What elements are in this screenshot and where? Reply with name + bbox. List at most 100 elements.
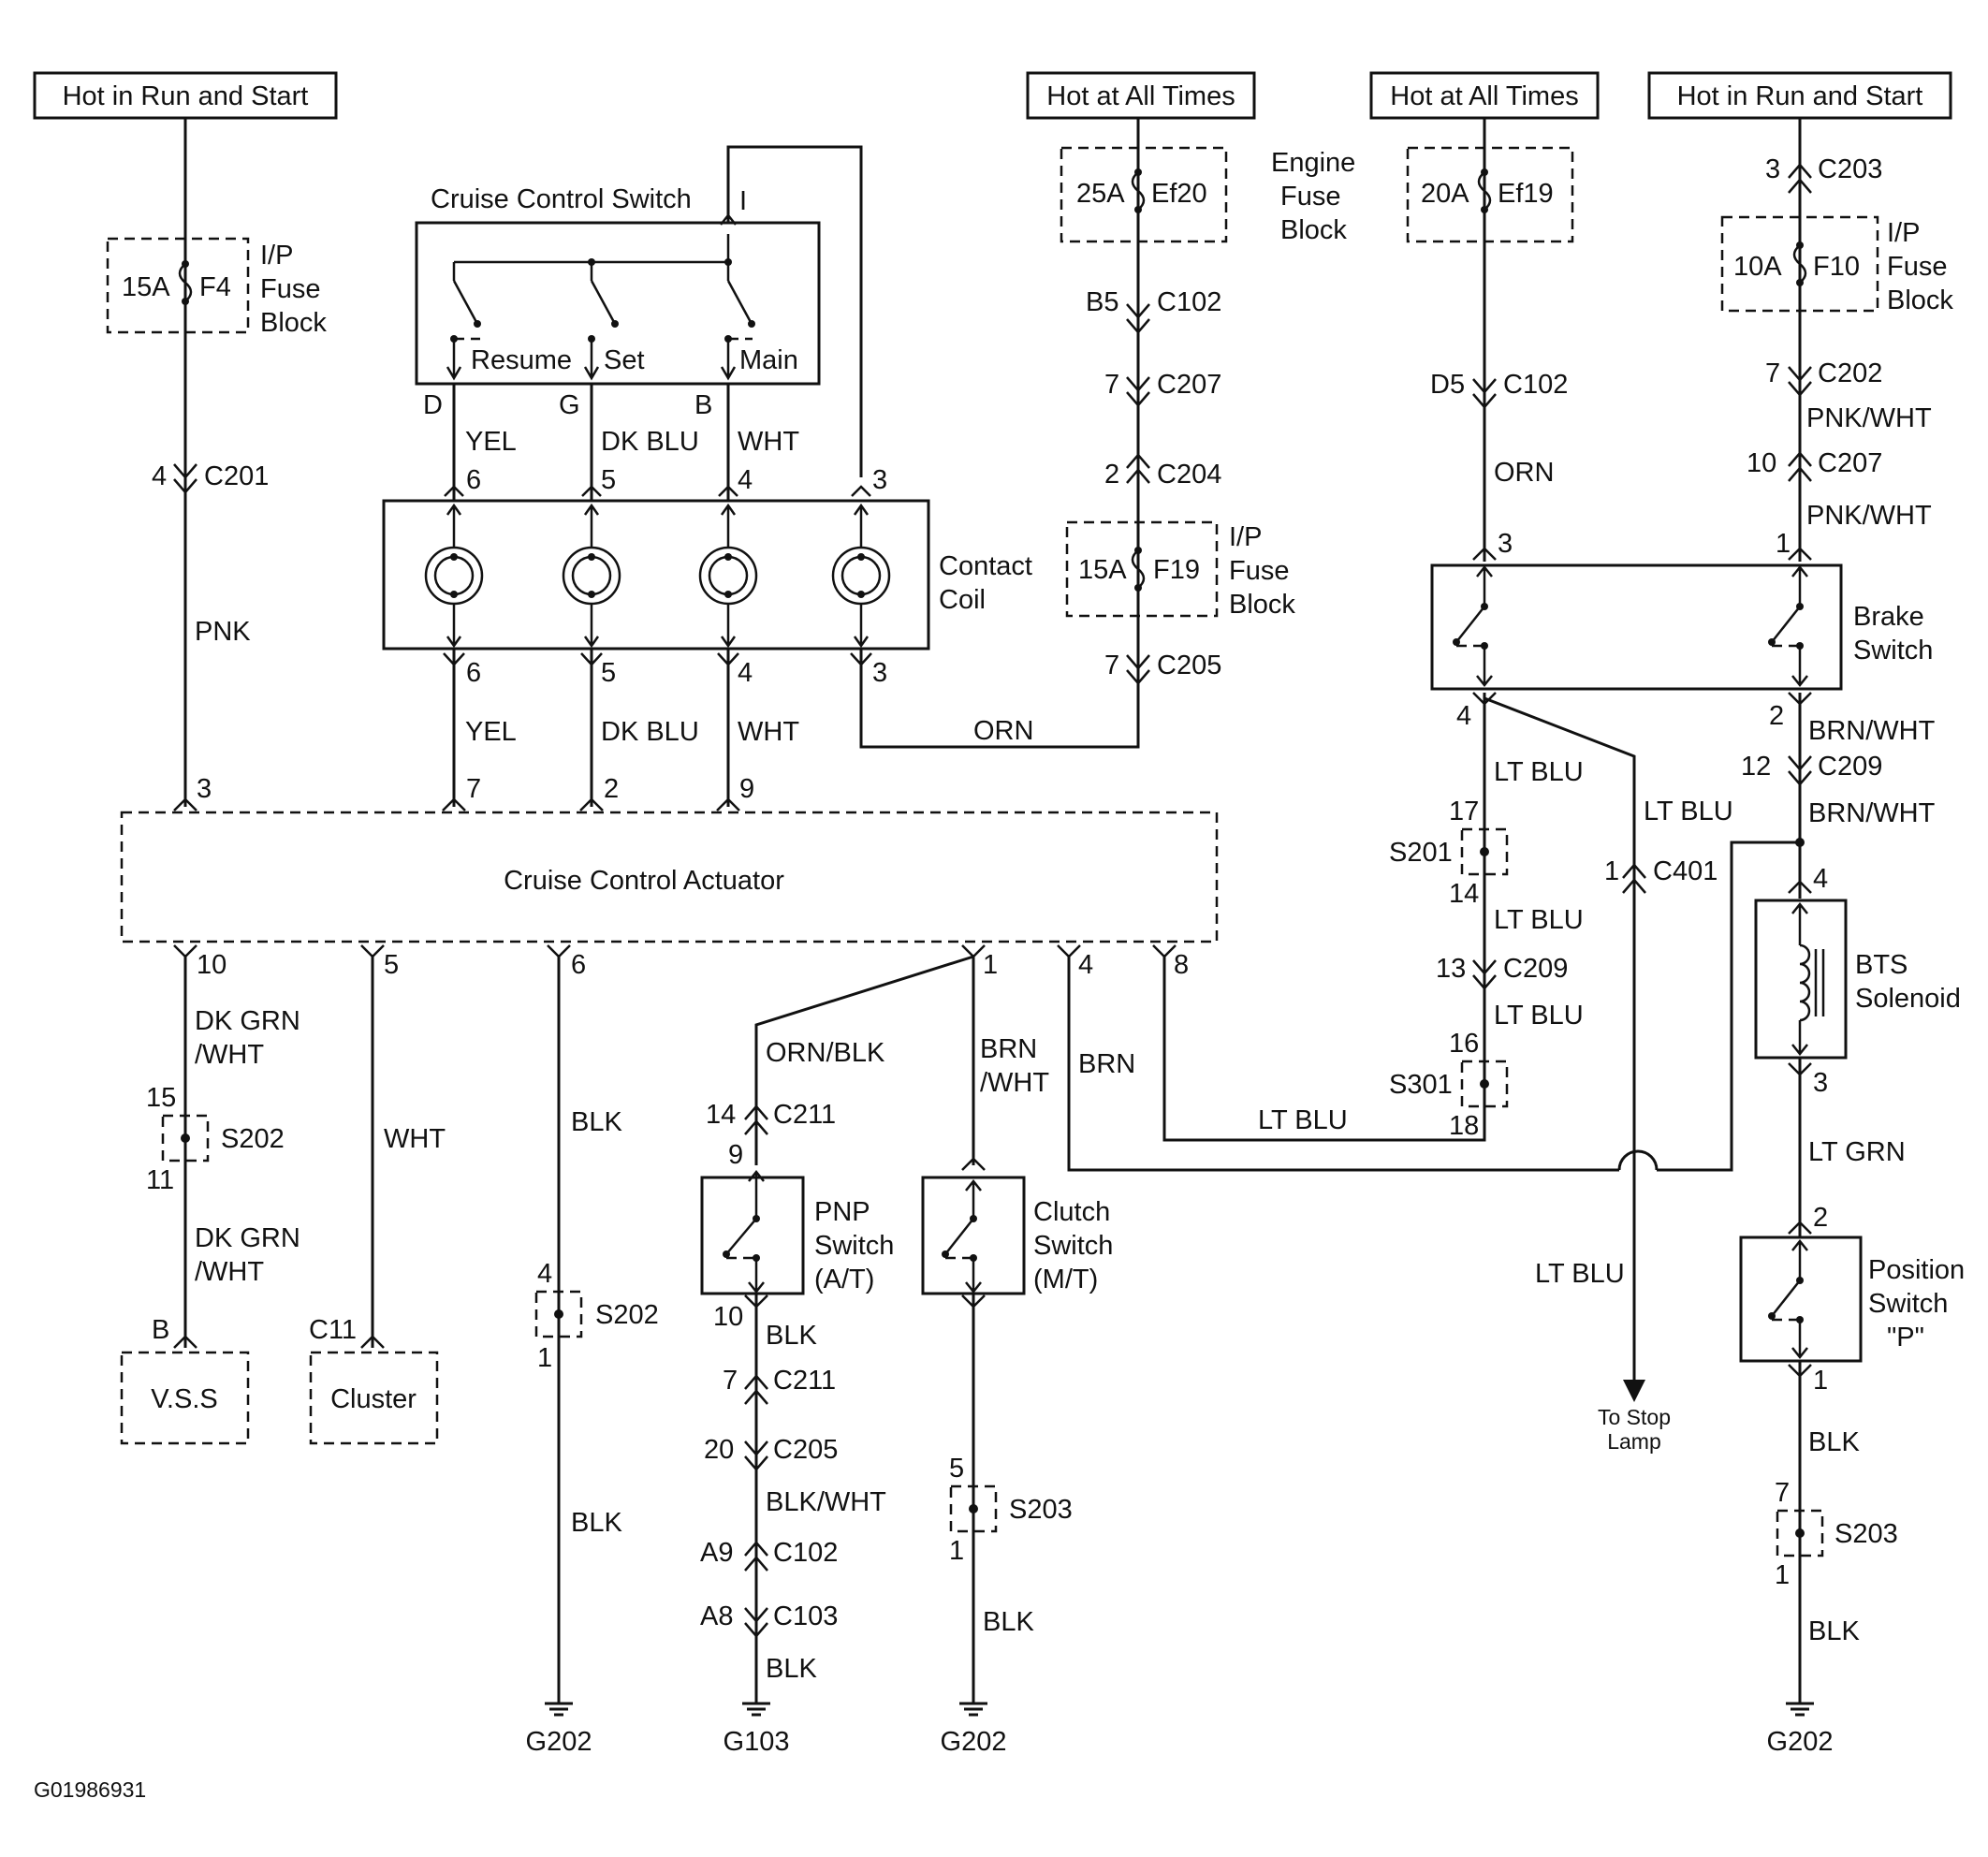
- fuse-f10: 10A F10 I/P Fuse Block: [1720, 215, 1953, 315]
- actuator-label: Cruise Control Actuator: [504, 866, 784, 896]
- pnp-bot-pin: 10: [713, 1302, 743, 1332]
- actuator-pin-4: 4: [1078, 950, 1093, 980]
- wire-switch-i-loop: [726, 145, 863, 477]
- contact-coil-label-1: Contact: [939, 551, 1032, 581]
- vss-module: V.S.S: [120, 1351, 250, 1445]
- connector-c102-ef19: C102: [1503, 370, 1568, 400]
- clutch-label-2: Switch: [1033, 1231, 1113, 1261]
- bts-solenoid: BTS Solenoid: [1754, 899, 1961, 1060]
- fuse-f19-id: F19: [1153, 555, 1200, 585]
- pnp-top-pin: 9: [728, 1140, 743, 1170]
- pnp-label-2: Switch: [814, 1231, 894, 1261]
- c103-pin: A8: [700, 1601, 733, 1631]
- wire-lt-blu-act8: [1162, 957, 1486, 1142]
- fuse-f19-amp: 15A: [1078, 555, 1127, 585]
- connector-c207-ef: C207: [1157, 370, 1221, 400]
- fuse-f4-block-1: I/P: [260, 241, 293, 271]
- connector-c201-symbol: [173, 463, 197, 494]
- power-source-right: Hot in Run and Start: [1647, 71, 1952, 120]
- connector-c102-ef: C102: [1157, 287, 1221, 317]
- connector-c102-bot: C102: [773, 1538, 838, 1568]
- s201-bot-pin: 14: [1449, 879, 1479, 909]
- switch-set-label: Set: [604, 345, 645, 375]
- diagram-id: G01986931: [34, 1777, 146, 1802]
- c207-r-pin: 10: [1747, 448, 1776, 478]
- actuator-pin-1: 1: [983, 950, 998, 980]
- splice-s203-a: 5 1 S203: [949, 1454, 1073, 1566]
- wire-blk-wht-label: BLK/WHT: [766, 1487, 886, 1517]
- switch-pin-b: B: [694, 390, 712, 420]
- wire-blk-g202a-label: BLK: [571, 1508, 622, 1538]
- ground-g202-c-icon: [1784, 1679, 1816, 1717]
- ground-g103-label: G103: [724, 1727, 790, 1757]
- s202a-bot-pin: 11: [146, 1165, 174, 1195]
- c207-ef-pin: 7: [1104, 370, 1119, 400]
- fuse-f10-block-1: I/P: [1887, 218, 1920, 248]
- fuse-f4-id: F4: [199, 272, 231, 302]
- switch-main-label: Main: [739, 345, 798, 375]
- wire-dkblu-bot-label: DK BLU: [601, 717, 699, 747]
- brake-pin-4: 4: [1456, 701, 1471, 731]
- c204-pin: 2: [1104, 460, 1119, 490]
- c209-m-pin: 13: [1436, 954, 1466, 984]
- position-bot-pin: 1: [1813, 1366, 1828, 1396]
- coil-top-pin-3: 3: [872, 465, 887, 495]
- connector-c207-r: C207: [1818, 448, 1882, 478]
- fuse-ef19: 20A Ef19: [1406, 146, 1574, 243]
- connector-c209-r: C209: [1818, 752, 1882, 782]
- coil-bot-pin-4: 4: [738, 658, 753, 688]
- s202b-top-pin: 4: [537, 1259, 552, 1289]
- wire-blk-g202b-label: BLK: [983, 1607, 1034, 1637]
- wire-blk-act6-label: BLK: [571, 1107, 622, 1137]
- wire-wht-cluster-label: WHT: [384, 1124, 446, 1154]
- actuator-pin-7: 7: [466, 774, 481, 804]
- splice-s201: 17 14 S201: [1389, 797, 1509, 909]
- fuse-ef20-block-2: Fuse: [1280, 182, 1340, 212]
- clutch-label-1: Clutch: [1033, 1197, 1110, 1227]
- fuse-f10-id: F10: [1813, 252, 1860, 282]
- wire-orn-blk-label: ORN/BLK: [766, 1038, 885, 1068]
- c201-pin: 4: [152, 461, 167, 491]
- s301-top-pin: 16: [1449, 1029, 1479, 1059]
- power-source-engine: Hot at All Times: [1026, 71, 1256, 120]
- fuse-f10-block-3: Block: [1887, 285, 1953, 315]
- wire-pnk-wht-2-label: PNK/WHT: [1806, 501, 1932, 531]
- switch-resume-label: Resume: [471, 345, 572, 375]
- splice-s301-label: S301: [1389, 1070, 1453, 1100]
- ground-g202-a-label: G202: [526, 1727, 592, 1757]
- cluster-module: Cluster: [309, 1351, 439, 1445]
- wire-orn-blk: [754, 955, 974, 1165]
- bts-label-1: BTS: [1855, 950, 1908, 980]
- wire-brn-to-brn-wht: [1657, 841, 1800, 1172]
- c202-pin: 7: [1765, 358, 1780, 388]
- connector-c211-top: C211: [773, 1100, 836, 1130]
- arrow-to-stop-lamp-icon: [1623, 1380, 1645, 1402]
- fuse-f10-amp: 10A: [1733, 252, 1782, 282]
- wire-lt-blu-act8-label: LT BLU: [1258, 1105, 1348, 1135]
- junction-brn-wht: [1795, 838, 1805, 847]
- switch-pin-g: G: [559, 390, 580, 420]
- c209-r-pin: 12: [1741, 752, 1771, 782]
- actuator-pin-8: 8: [1174, 950, 1189, 980]
- s203b-bot-pin: 1: [1775, 1560, 1790, 1590]
- wire-brn-wht-label-1: BRN: [980, 1034, 1037, 1064]
- switch-pin-i: I: [739, 186, 747, 216]
- c401-pin: 1: [1604, 856, 1619, 886]
- cluster-label: Cluster: [330, 1384, 417, 1414]
- splice-s301: 16 18 S301: [1389, 1029, 1509, 1141]
- wire-wht-top-label: WHT: [738, 427, 799, 457]
- cruise-control-switch: Cruise Control Switch Resume Set Main: [415, 184, 821, 386]
- power-source-right-label: Hot in Run and Start: [1677, 81, 1923, 111]
- coil-bot-pin-5: 5: [601, 658, 616, 688]
- connector-c205-f19: C205: [1157, 651, 1221, 680]
- wire-lt-blu-2-label: LT BLU: [1494, 905, 1584, 935]
- splice-s203-b: 7 1 S203: [1775, 1478, 1898, 1590]
- power-source-engine-label: Hot at All Times: [1046, 81, 1235, 111]
- actuator-pin-9: 9: [739, 774, 754, 804]
- fuse-ef20-block-1: Engine: [1271, 148, 1355, 178]
- connector-c201: C201: [204, 461, 269, 491]
- actuator-pin-3: 3: [197, 774, 212, 804]
- wire-blk-right-2-label: BLK: [1808, 1616, 1860, 1646]
- splice-s202-b-label: S202: [595, 1300, 659, 1330]
